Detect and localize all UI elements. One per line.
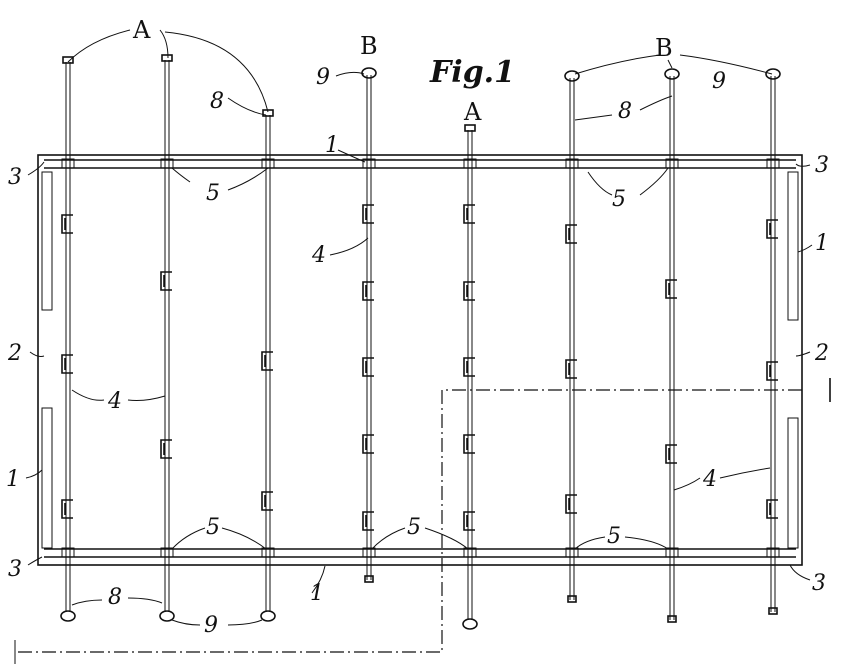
- leader-lines: [25, 29, 813, 626]
- clip: [463, 204, 475, 224]
- bracket-5: [565, 547, 579, 558]
- clip: [665, 444, 677, 464]
- clip: [61, 354, 73, 374]
- label-5-top-right: 5: [612, 187, 626, 212]
- knob-6: [564, 70, 580, 82]
- label-B-right: B: [655, 34, 673, 62]
- foot-knob-3: [260, 610, 276, 622]
- bracket-5: [463, 547, 477, 558]
- label-9-bottom: 9: [204, 613, 218, 638]
- clip: [766, 499, 778, 519]
- clip: [463, 434, 475, 454]
- foot-7: [667, 615, 677, 623]
- label-4-upper: 4: [311, 243, 326, 268]
- label-8-top-left: 8: [210, 89, 224, 114]
- label-3-top-right: 3: [815, 153, 829, 178]
- clip: [463, 511, 475, 531]
- bracket-5: [766, 547, 780, 558]
- clip: [463, 281, 475, 301]
- bracket-5: [61, 547, 75, 558]
- clip: [261, 491, 273, 511]
- label-5-bottom-center: 5: [407, 515, 421, 540]
- rods: [60, 54, 781, 630]
- bracket-5: [61, 158, 75, 169]
- label-4-right: 4: [702, 467, 717, 492]
- label-A-top-left: A: [132, 16, 151, 44]
- bracket-5: [665, 158, 679, 169]
- knob-4: [361, 67, 377, 79]
- cap-5: [464, 124, 476, 132]
- label-B-center: B: [360, 32, 378, 60]
- label-3-top-left: 3: [8, 165, 22, 190]
- clip: [766, 219, 778, 239]
- foot-4: [364, 575, 374, 583]
- label-4-left: 4: [107, 389, 122, 414]
- clip: [160, 271, 172, 291]
- clip: [362, 281, 374, 301]
- label-3-bottom-right: 3: [812, 571, 826, 596]
- label-3-bottom-left: 3: [8, 557, 22, 582]
- bracket-5: [463, 158, 477, 169]
- clip: [61, 214, 73, 234]
- foot-8: [768, 607, 778, 615]
- clip: [665, 279, 677, 299]
- dash-dot-section-line: [14, 378, 831, 664]
- label-5-top-left: 5: [206, 181, 220, 206]
- bracket-5: [665, 547, 679, 558]
- clip: [160, 439, 172, 459]
- cap-1: [62, 56, 74, 64]
- clip: [766, 361, 778, 381]
- clip: [565, 359, 577, 379]
- bracket-5: [565, 158, 579, 169]
- clip: [261, 351, 273, 371]
- label-1-left: 1: [6, 467, 20, 492]
- foot-knob-1: [60, 610, 76, 622]
- label-A-center: A: [463, 98, 482, 126]
- bracket-5: [766, 158, 780, 169]
- bracket-5: [261, 547, 275, 558]
- clip: [565, 224, 577, 244]
- label-5-bottom-left: 5: [206, 515, 220, 540]
- knob-7: [664, 68, 680, 80]
- knob-8: [765, 68, 781, 80]
- figure-title: Fig.1: [429, 55, 515, 90]
- labels: Fig.1 A A B B 8 8 9 9 1 1 1 1 2 2 3 3 3 …: [6, 16, 829, 638]
- bracket-5: [362, 547, 376, 558]
- clip: [463, 357, 475, 377]
- foot-6: [567, 595, 577, 603]
- clip: [362, 204, 374, 224]
- label-1-top: 1: [325, 133, 339, 158]
- foot-knob-5: [462, 618, 478, 630]
- clip: [362, 357, 374, 377]
- foot-knob-2: [159, 610, 175, 622]
- clip: [362, 434, 374, 454]
- cap-2: [161, 54, 173, 62]
- label-2-right: 2: [814, 341, 829, 366]
- clip: [565, 494, 577, 514]
- bracket-5: [160, 158, 174, 169]
- frame: [37, 154, 803, 566]
- bracket-5: [362, 158, 376, 169]
- label-9-top-center: 9: [316, 65, 330, 90]
- bracket-5: [160, 547, 174, 558]
- clip: [61, 499, 73, 519]
- clip: [362, 511, 374, 531]
- label-2-left: 2: [7, 341, 22, 366]
- label-8-top-right: 8: [618, 99, 632, 124]
- label-5-bottom-right: 5: [607, 524, 621, 549]
- label-1-bottom: 1: [310, 581, 324, 606]
- label-1-right: 1: [815, 231, 829, 256]
- label-8-bottom: 8: [108, 585, 122, 610]
- label-9-top-right: 9: [712, 69, 726, 94]
